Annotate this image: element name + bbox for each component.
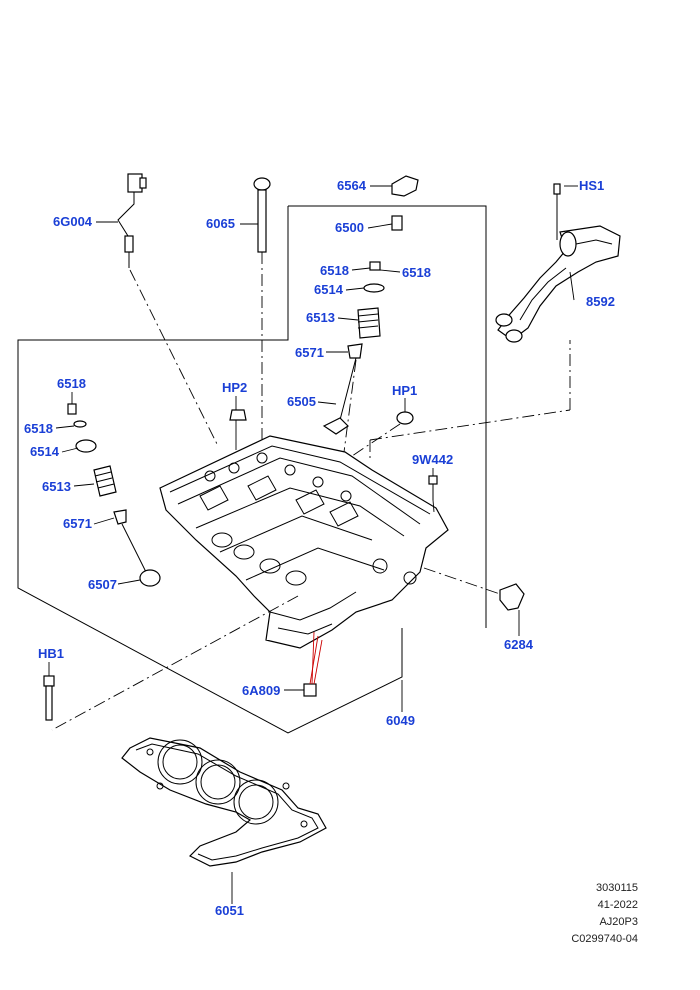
dowel-locating-lines [309,631,323,685]
plugs-illustration [43,409,525,721]
callout-6518-lower-top[interactable]: 6518 [57,376,86,391]
callout-6514-upper[interactable]: 6514 [314,282,343,297]
callout-6G004[interactable]: 6G004 [53,214,93,229]
callout-8592[interactable]: 8592 [586,294,615,309]
sensor-6G004-illustration [117,173,147,268]
cylinder-head-illustration [159,435,449,649]
reference-block: 3030115 41-2022 AJ20P3 C0299740-04 [571,880,638,948]
callout-HS1[interactable]: HS1 [579,178,605,193]
reference-line-2: 41-2022 [597,899,638,911]
callout-HP1[interactable]: HP1 [392,383,418,398]
callout-6507[interactable]: 6507 [88,577,117,592]
callout-6284[interactable]: 6284 [504,637,533,652]
leader-lines [48,185,578,904]
bolt-6065-illustration [253,177,271,253]
reference-line-3: AJ20P3 [599,916,638,928]
callout-6518-upper-right[interactable]: 6518 [402,265,431,280]
callout-6513-lower[interactable]: 6513 [42,479,71,494]
reference-line-1: 3030115 [595,882,638,894]
callout-6049[interactable]: 6049 [386,713,415,728]
callout-6571-upper[interactable]: 6571 [295,345,324,360]
callout-6505[interactable]: 6505 [287,394,316,409]
callout-6051[interactable]: 6051 [215,903,244,918]
head-gasket-illustration [121,737,327,867]
callout-6065[interactable]: 6065 [206,216,235,231]
centre-lines [51,196,571,731]
coolant-hose-8592-illustration [495,183,621,343]
callout-6514-lower[interactable]: 6514 [30,444,59,459]
callout-6518-upper-left[interactable]: 6518 [320,263,349,278]
callout-6513-upper[interactable]: 6513 [306,310,335,325]
callout-6500[interactable]: 6500 [335,220,364,235]
reference-line-4: C0299740-04 [571,933,638,945]
intake-valve-train-illustration [322,175,419,435]
callout-6564[interactable]: 6564 [337,178,366,193]
callout-9W442[interactable]: 9W442 [412,452,454,467]
assembly-frame [17,205,487,734]
callout-6571-lower[interactable]: 6571 [63,516,92,531]
exhaust-valve-train-illustration [67,403,161,587]
callout-HP2[interactable]: HP2 [222,380,248,395]
callout-6518-lower-left[interactable]: 6518 [24,421,53,436]
callout-HB1[interactable]: HB1 [38,646,65,661]
callout-6A809[interactable]: 6A809 [242,683,281,698]
